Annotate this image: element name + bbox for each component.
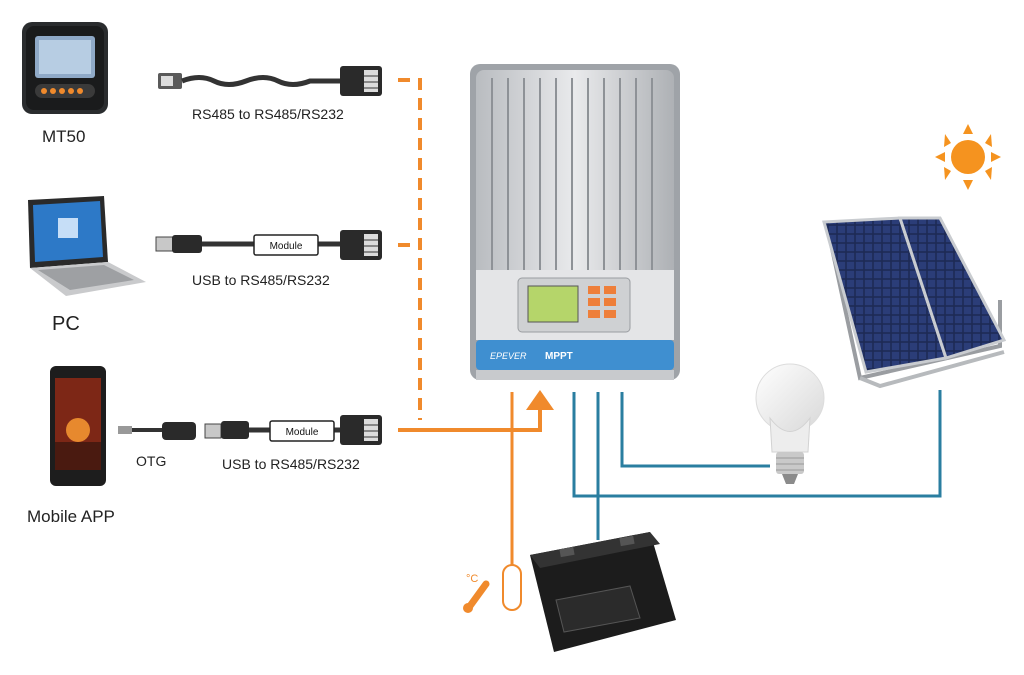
terminal-connectors: [340, 66, 382, 445]
module-box-mobile: [269, 420, 335, 442]
cable-pc: [155, 234, 340, 256]
battery-icon: [530, 532, 676, 652]
comm-dashed-mt50: [398, 78, 422, 420]
module-box-pc: [253, 234, 319, 256]
sensor-unit: °C: [466, 573, 478, 585]
solar-panel-icon: [822, 216, 1007, 389]
comm-solid-mobile: [398, 405, 542, 432]
comm-lines: [398, 78, 554, 565]
comm-arrow: [526, 390, 554, 410]
light-bulb-icon: [755, 363, 825, 484]
controller-mppt-text: MPPT: [545, 351, 573, 362]
smartphone: [50, 366, 106, 486]
windows-logo-icon: [58, 218, 78, 238]
cable-label-mt50: RS485 to RS485/RS232: [192, 106, 344, 122]
device-label-mobile: Mobile APP: [27, 507, 115, 526]
controller-brand: EPEVER: [490, 351, 527, 361]
mppt-controller: [470, 64, 680, 380]
module-label-mobile: Module: [286, 427, 319, 438]
power-lines: [572, 390, 942, 540]
laptop-pc: [28, 196, 146, 296]
cable-label-mobile: USB to RS485/RS232: [222, 456, 360, 472]
device-label-pc: PC: [52, 313, 80, 335]
cable-mt50: [158, 73, 340, 89]
controller-lcd-icon: [527, 285, 579, 323]
line-load: [620, 392, 770, 468]
mt50-device: [22, 22, 108, 114]
thermometer-icon: [463, 564, 522, 613]
module-label-pc: Module: [270, 241, 303, 252]
cable-label-pc: USB to RS485/RS232: [192, 272, 330, 288]
lcd-screen-icon: [39, 40, 91, 74]
cable-mobile: [118, 420, 340, 442]
sun-icon: [935, 124, 1001, 190]
button-keypad-icon: [588, 286, 616, 318]
device-label-mt50: MT50: [42, 127, 86, 146]
line-solar: [572, 390, 942, 498]
cable-label-otg: OTG: [136, 453, 167, 469]
